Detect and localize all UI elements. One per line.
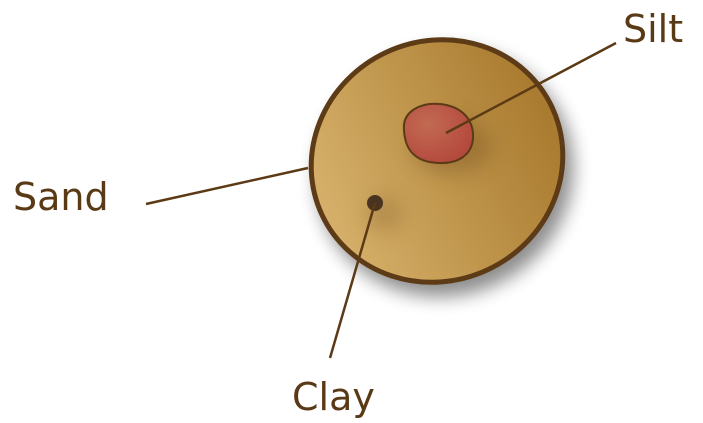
sand-label: Sand [13, 175, 109, 219]
sand-leader-line [145, 166, 309, 206]
silt-label: Silt [623, 7, 684, 51]
silt-particle [402, 102, 475, 165]
clay-leader-line [328, 202, 377, 359]
silt-leader-line [445, 41, 617, 135]
clay-label: Clay [292, 375, 375, 419]
